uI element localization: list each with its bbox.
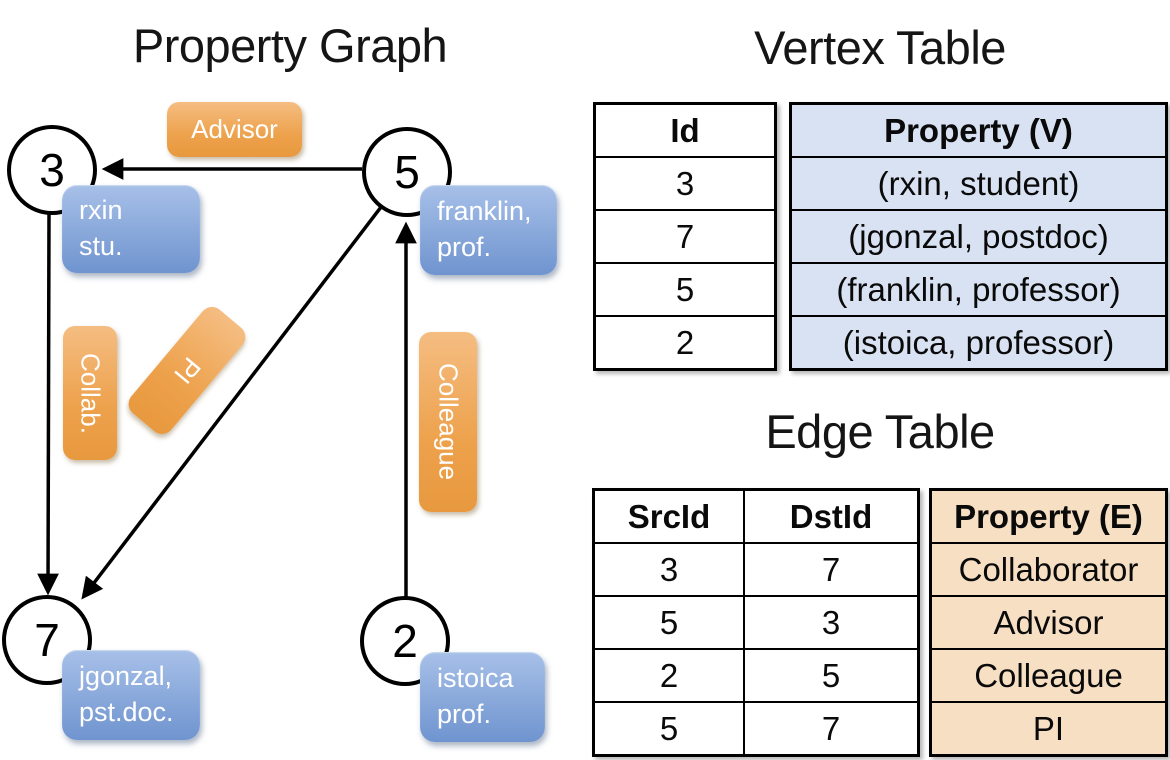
- table-cell: Colleague: [929, 648, 1168, 703]
- table-cell: 3: [743, 595, 920, 650]
- node-circle-3: 3: [7, 125, 97, 215]
- edge-label-text: Advisor: [191, 114, 278, 144]
- column-header-srcid: SrcId: [592, 488, 745, 544]
- table-row: Colleague: [929, 648, 1168, 703]
- table-cell: 3: [592, 542, 745, 597]
- node-id: 3: [39, 144, 65, 196]
- table-row: (rxin, student): [789, 156, 1168, 211]
- vertex-table-property-column: Property (V) (rxin, student) (jgonzal, p…: [789, 102, 1168, 371]
- property-graph-title: Property Graph: [132, 19, 448, 72]
- table-cell: (franklin, professor): [789, 262, 1168, 317]
- table-row: 2: [593, 315, 777, 371]
- table-cell: (rxin, student): [789, 156, 1168, 211]
- vertex-label-line: prof.: [437, 232, 492, 262]
- vertex-label-rxin: rxin stu.: [62, 185, 200, 273]
- vertex-label-istoica: istoica prof.: [420, 652, 545, 742]
- node-id: 7: [34, 614, 60, 666]
- edge-label-pi: PI: [123, 302, 251, 439]
- vertex-label-line: pst.doc.: [79, 697, 174, 727]
- table-cell: 5: [592, 701, 745, 757]
- node-circle-5: 5: [362, 127, 452, 217]
- table-cell: 2: [593, 315, 777, 371]
- vertex-table-title: Vertex Table: [754, 21, 1006, 74]
- edge-label-colleague: Colleague: [419, 332, 477, 512]
- table-cell: (jgonzal, postdoc): [789, 209, 1168, 264]
- table-row: 5 7: [592, 701, 920, 757]
- edge-table-property-column: Property (E) Collaborator Advisor Collea…: [929, 488, 1168, 757]
- vertex-label-line: franklin,: [437, 196, 532, 227]
- table-cell: (istoica, professor): [789, 315, 1168, 371]
- table-row: 7: [593, 209, 777, 264]
- table-header-row: Property (E): [929, 488, 1168, 544]
- node-id: 5: [394, 146, 420, 198]
- table-row: Advisor: [929, 595, 1168, 650]
- table-header-row: Property (V): [789, 102, 1168, 158]
- table-row: 3: [593, 156, 777, 211]
- vertex-label-line: rxin: [79, 195, 123, 226]
- edge-table-title: Edge Table: [765, 405, 995, 458]
- table-cell: 5: [593, 262, 777, 317]
- table-cell: 7: [743, 542, 920, 597]
- edge-label-text: PI: [167, 351, 207, 390]
- vertex-label-jgonzal: jgonzal, pst.doc.: [62, 650, 200, 740]
- vertex-label-line: prof.: [437, 699, 492, 729]
- vertex-table-id-column: Id 3 7 5 2: [593, 102, 777, 371]
- table-header-row: SrcId DstId: [592, 488, 920, 544]
- vertex-label-line: jgonzal,: [79, 661, 173, 692]
- table-header-row: Id: [593, 102, 777, 158]
- table-row: 3 7: [592, 542, 920, 597]
- table-row: (istoica, professor): [789, 315, 1168, 371]
- table-row: 5 3: [592, 595, 920, 650]
- edge-arrow-collab-3-to-7: [37, 213, 59, 596]
- table-cell: 2: [592, 648, 745, 703]
- edge-label-text: Colleague: [433, 363, 464, 481]
- column-header-property-e: Property (E): [929, 488, 1168, 544]
- column-header-dstid: DstId: [743, 488, 920, 544]
- edge-label-text: Collab.: [75, 352, 106, 434]
- table-cell: PI: [929, 701, 1168, 757]
- table-cell: 5: [592, 595, 745, 650]
- vertex-label-line: istoica: [437, 663, 514, 694]
- table-cell: 3: [593, 156, 777, 211]
- edge-table-id-columns: SrcId DstId 3 7 5 3 2 5 5 7: [592, 488, 920, 757]
- column-header-id: Id: [593, 102, 777, 158]
- table-cell: 7: [593, 209, 777, 264]
- column-header-property-v: Property (V): [789, 102, 1168, 158]
- edge-label-collab: Collab.: [63, 326, 117, 460]
- vertex-label-line: stu.: [79, 231, 123, 261]
- table-row: (franklin, professor): [789, 262, 1168, 317]
- table-cell: 5: [743, 648, 920, 703]
- table-cell: 7: [743, 701, 920, 757]
- table-row: 2 5: [592, 648, 920, 703]
- table-row: Collaborator: [929, 542, 1168, 597]
- table-row: (jgonzal, postdoc): [789, 209, 1168, 264]
- table-row: PI: [929, 701, 1168, 757]
- node-id: 2: [392, 615, 418, 667]
- edge-label-advisor: Advisor: [167, 102, 302, 157]
- table-row: 5: [593, 262, 777, 317]
- table-cell: Advisor: [929, 595, 1168, 650]
- vertex-label-franklin: franklin, prof.: [420, 185, 557, 275]
- table-cell: Collaborator: [929, 542, 1168, 597]
